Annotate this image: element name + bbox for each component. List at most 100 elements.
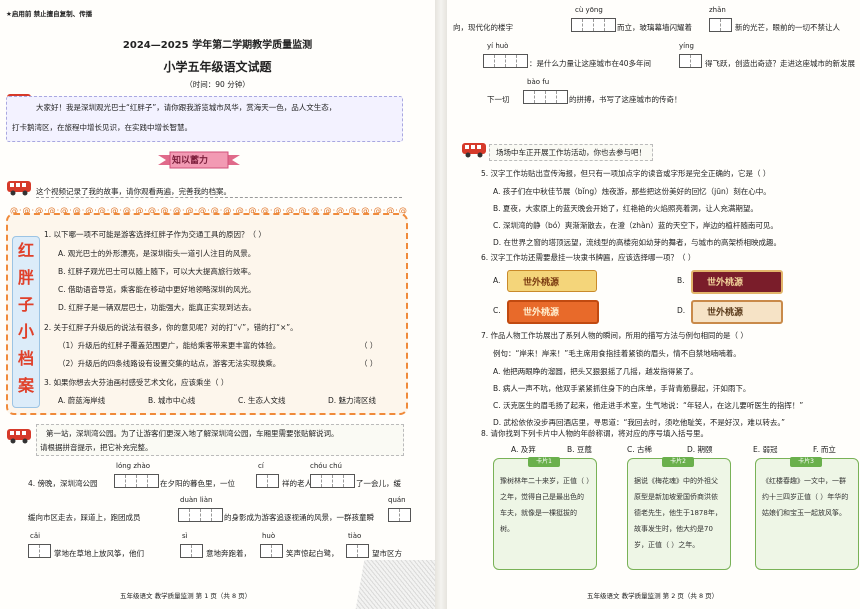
pinyin-answer-box[interactable] (571, 18, 616, 32)
q1-option-a: A. 观光巴士的外形漂亮，是深圳街头一道引人注目的风景。 (58, 249, 256, 258)
page-2: cù yōng zhǎn 向，现代化的楼宇 而立，玻璃幕墙闪耀着 新的光芒，眼前… (447, 0, 860, 609)
profile-frame (6, 213, 408, 415)
p2-line-1-b: 而立，玻璃幕墙闪耀着 (617, 23, 692, 32)
q4-line-1-b: 在夕阳的暮色里，一位 (160, 479, 235, 488)
q4-line-3-d: 望市区方 (372, 549, 402, 558)
question-7: 7. 作品人物工作坊展出了系列人物的瞬间，所用的描写方法与例句相同的是（ ） (481, 331, 748, 340)
stop-1-line-2: 请根据拼音提示，把它补充完整。 (40, 443, 153, 452)
q6-banner-c[interactable] (507, 300, 599, 324)
q6-banner-a[interactable] (507, 270, 597, 292)
pinyin-answer-box[interactable] (114, 474, 159, 488)
pinyin: chóu chú (310, 462, 342, 470)
q7-option-c: C. 沃克医生的眉毛扬了起来，他走进手术室，生气地说：“年轻人，在这儿要听医生的… (493, 401, 804, 410)
pinyin-answer-box[interactable] (28, 544, 51, 558)
q6-letter-b: B. (677, 276, 685, 285)
q4-line-3-a: 掌地在草地上放风筝，他们 (54, 549, 144, 558)
pinyin-answer-box[interactable] (523, 90, 568, 104)
pinyin: cù yōng (575, 6, 603, 14)
q6-letter-c: C. (493, 306, 501, 315)
q6-banner-d[interactable] (691, 300, 783, 324)
q8-option-e: E. 弱冠 (753, 445, 778, 454)
intro-box (6, 96, 403, 142)
ribbon-label: 知以蓄力 (172, 156, 209, 166)
side-char: 胖 (17, 268, 34, 287)
pinyin-answer-box[interactable] (178, 508, 223, 522)
intro-line-2: 打卡鹅湾区，在旅程中增长见识，在实践中增长智慧。 (12, 123, 192, 132)
card-text: 据说《梅花魂》中的外祖父原型是新加坡爱国侨商洪依德老先生，他生于1878年，故事… (634, 477, 722, 549)
activity-banner: 场场中车正开展工作坊活动，你也去参与吧！ (489, 144, 653, 161)
pinyin-answer-box[interactable] (346, 544, 369, 558)
q3-option-d: D. 魅力湾区线 (328, 396, 377, 405)
stop-1-line-1: 第一站，深圳湾公园。为了让游客们更深入地了解深圳湾公园，车厢里需要张贴解说词。 (46, 429, 339, 438)
profile-side-label: 红 胖 子 小 档 案 (12, 236, 40, 408)
q5-option-a: A. 孩子们在中秋佳节展（bǐng）烛夜游，那些把这份美好的回忆（jūn）刻在心… (493, 187, 771, 196)
q7-option-d: D. 武松依依没步再回酒店里，寻思道：“我回去时，须吃他耻笑，不是好汉，难以转去… (493, 418, 786, 427)
page-1-footer: 五年级语文 教学质量监测 第 1 页（共 8 页） (120, 592, 252, 600)
q2-statement-2: （2）升级后的四条线路设有设置交集的站点，游客无法实现换乘。 (58, 359, 281, 368)
q6-banner-d-text: 世外桃源 (707, 308, 744, 318)
card-text: 《红楼春趣》一文中，一群约十三四岁正值（ ）年华的姑娘们和宝玉一起放风筝。 (762, 477, 849, 517)
card-text: 豫树林年二十来岁，正值（ ）之年，觉得自己是最出色的车夫，就像是一棵挺拔的树。 (500, 477, 590, 533)
p2-line-3-a: 下一切 (487, 95, 510, 104)
pinyin-answer-box[interactable] (256, 474, 279, 488)
q2-statement-1: （1）升级后的红胖子覆盖范围更广，能给乘客带来更丰富的体验。 (58, 341, 281, 350)
p2-line-2-a: ：是什么力量让这座城市在40多年间 (529, 59, 652, 68)
q6-banner-c-text: 世外桃源 (523, 308, 560, 318)
pinyin-answer-box[interactable] (679, 54, 702, 68)
pinyin: huò (262, 532, 276, 540)
card-tag: 卡片1 (528, 457, 560, 467)
question-1: 1. 以下哪一项不可能是游客选择红胖子作为交通工具的原因？（ ） (44, 230, 266, 239)
q4-line-2-b: 的身影成为游客追逐视涌的风景，一群孩童瞬 (224, 513, 374, 522)
q3-option-a: A. 蔚蓝海岸线 (58, 396, 106, 405)
q4-line-1-a: 4. 傍晚，深圳湾公园 (28, 479, 98, 488)
pinyin-answer-box[interactable] (310, 474, 355, 488)
page-2-footer: 五年级语文 教学质量监测 第 2 页（共 8 页） (587, 592, 719, 600)
age-card-2: 卡片2 据说《梅花魂》中的外祖父原型是新加坡爱国侨商洪依德老先生，他生于1878… (627, 457, 731, 570)
subject-title: 小学五年级语文试题 (163, 60, 272, 74)
pinyin: yíng (679, 42, 694, 50)
q8-option-b: B. 豆蔻 (567, 445, 592, 454)
age-card-1: 卡片1 豫树林年二十来岁，正值（ ）之年，觉得自己是最出色的车夫，就像是一棵挺拔… (493, 457, 597, 570)
page-gutter (435, 0, 447, 609)
side-char: 子 (17, 295, 34, 314)
q4-line-2-a: 缓向市区走去，踩道上，跑团成员 (28, 513, 141, 522)
q6-letter-a: A. (493, 276, 501, 285)
paper-scrap-decor (355, 560, 445, 609)
card-tag: 卡片3 (790, 457, 822, 467)
pinyin: sì (182, 532, 188, 540)
q4-line-3-b: 意地奔跑着， (206, 549, 251, 558)
q5-option-c: C. 深圳湾的静（bó）爽渐渐散去，在澄（zhàn）蓝的天空下，岸边的植杆随南可… (493, 221, 778, 230)
q4-line-1-c: 祥的老人 (282, 479, 312, 488)
bus-icon (7, 429, 31, 444)
pinyin-answer-box[interactable] (483, 54, 528, 68)
intro-line-1: 大家好！我是深圳观光巴士“红胖子”，请你跟我游览城市风华，赏海天一色，品人文生态… (36, 103, 337, 112)
q1-option-c: C. 借助语音导览，乘客能在移动中更好地领略深圳的风光。 (58, 285, 256, 294)
q6-banner-b-text: 世外桃源 (707, 278, 744, 288)
pinyin: cǎi (30, 532, 41, 540)
pinyin-answer-box[interactable] (709, 18, 732, 32)
page-1: ★启用前 禁止擅自复制、传播 2024—2025 学年第二学期教学质量监测 小学… (6, 10, 445, 609)
q7-option-a: A. 他把两眼睁的溜圆，把头又狠狠摇了几摇，越发指得紧了。 (493, 367, 698, 376)
pinyin: lóng zhào (116, 462, 151, 470)
p2-line-1-c: 新的光芒，眼前的一切不禁让人 (735, 23, 840, 32)
pinyin-answer-box[interactable] (388, 508, 411, 522)
q6-banner-a-text: 世外桃源 (523, 278, 560, 288)
q5-option-b: B. 夏夜，大家原上的蓝天晚会开始了，红艳艳的火焰照亮着洞，让人充满期望。 (493, 204, 758, 213)
pinyin: cí (258, 462, 264, 470)
video-note: 这个视频记录了我的故事，请你观看两遍，完善我的档案。 (36, 186, 402, 198)
pinyin-answer-box[interactable] (180, 544, 203, 558)
q1-option-d: D. 红胖子是一辆双层巴士，功能强大，能真正实现到达去。 (58, 303, 257, 312)
pinyin: duàn liàn (180, 496, 213, 504)
q5-option-d: D. 在世界之窗的塔顶远望，流线型的高楼宛如幼芽的舞者，与城市的高架桥相映成趣。 (493, 238, 782, 247)
side-char: 小 (17, 322, 34, 341)
q1-option-b: B. 红胖子观光巴士可以随上随下，可以大大提高旅行效率。 (58, 267, 256, 276)
q3-option-c: C. 生态人文线 (238, 396, 286, 405)
question-8: 8. 请你找到下列卡片中人物的年龄称谓，将对应的序号填入括号里。 (481, 429, 709, 438)
pinyin-answer-box[interactable] (260, 544, 283, 558)
stop-1-box (36, 424, 404, 456)
q8-option-f: F. 而立 (813, 445, 836, 454)
pinyin: bào fu (527, 78, 550, 86)
question-2: 2. 关于红胖子升级后的说法有很多，你的意见呢？对的打“√”，错的打“×”。 (44, 323, 298, 332)
q6-banner-b[interactable] (691, 270, 783, 294)
q7-example: 例句：“岸来！岸来！”毛主席用食指挂着紧锁的眉头，情不自禁地喃喃着。 (493, 349, 741, 358)
